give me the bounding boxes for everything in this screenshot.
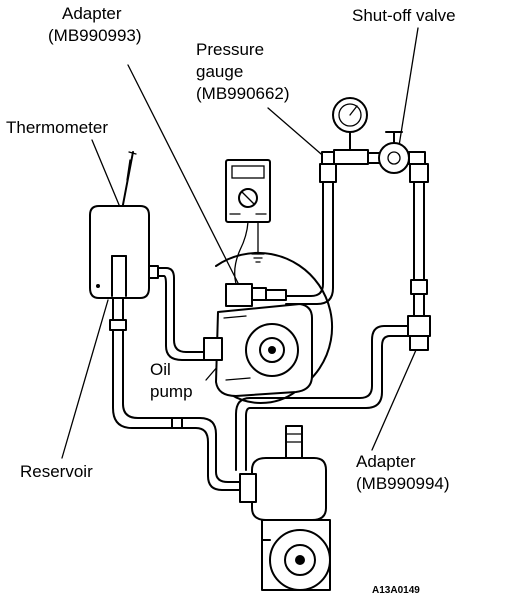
figure-code: A13A0149 [372, 585, 420, 596]
reservoir-body [89, 205, 150, 299]
pressure-gauge [321, 97, 381, 165]
hose-fitting-gauge [319, 163, 337, 183]
gear-box-input-shaft [285, 425, 303, 463]
multimeter [225, 159, 271, 285]
leader-pressure-gauge [267, 107, 329, 161]
multimeter-dial [238, 188, 258, 208]
leader-lines [61, 27, 419, 459]
label-adapter-top-line2: (MB990993) [48, 26, 142, 45]
label-oil-pump-line2: pump [150, 382, 193, 401]
multimeter-display [231, 165, 265, 179]
reservoir [89, 205, 159, 299]
label-adapter-bottom-line2: (MB990994) [356, 474, 450, 493]
oil-pump-outlet-fitting [225, 283, 253, 307]
label-shutoff-valve: Shut-off valve [352, 6, 456, 25]
label-adapter-bottom-line1: Adapter [356, 452, 416, 471]
gear-box-body [251, 457, 327, 521]
reservoir-outlet [148, 265, 159, 279]
label-pressure-gauge-line1: Pressure [196, 40, 265, 59]
oil-pump-inlet [203, 337, 223, 361]
oil-pump [203, 283, 313, 397]
shutoff-valve [378, 131, 426, 174]
gauge-tee [333, 149, 369, 165]
label-adapter-top-line1: Adapter [62, 4, 122, 23]
label-pressure-gauge-line2: gauge [196, 62, 244, 81]
return-lines [109, 267, 257, 491]
shutoff-valve-body [378, 142, 410, 174]
leader-reservoir [61, 299, 109, 459]
label-oil-pump-line1: Oil [150, 360, 171, 379]
hose-fitting-valve [409, 163, 429, 183]
label-pressure-gauge-line3: (MB990662) [196, 84, 290, 103]
multimeter-lead [234, 221, 249, 285]
leader-thermometer [91, 139, 123, 213]
steering-gear-box [239, 425, 331, 591]
pressure-hoses [249, 163, 431, 409]
leader-adapter-bottom [371, 349, 417, 451]
label-thermometer: Thermometer [6, 118, 109, 137]
leader-shutoff-valve [397, 27, 419, 153]
adapter-bottom-fitting [407, 315, 431, 337]
leader-adapter-top [127, 64, 239, 284]
label-reservoir: Reservoir [20, 462, 93, 481]
